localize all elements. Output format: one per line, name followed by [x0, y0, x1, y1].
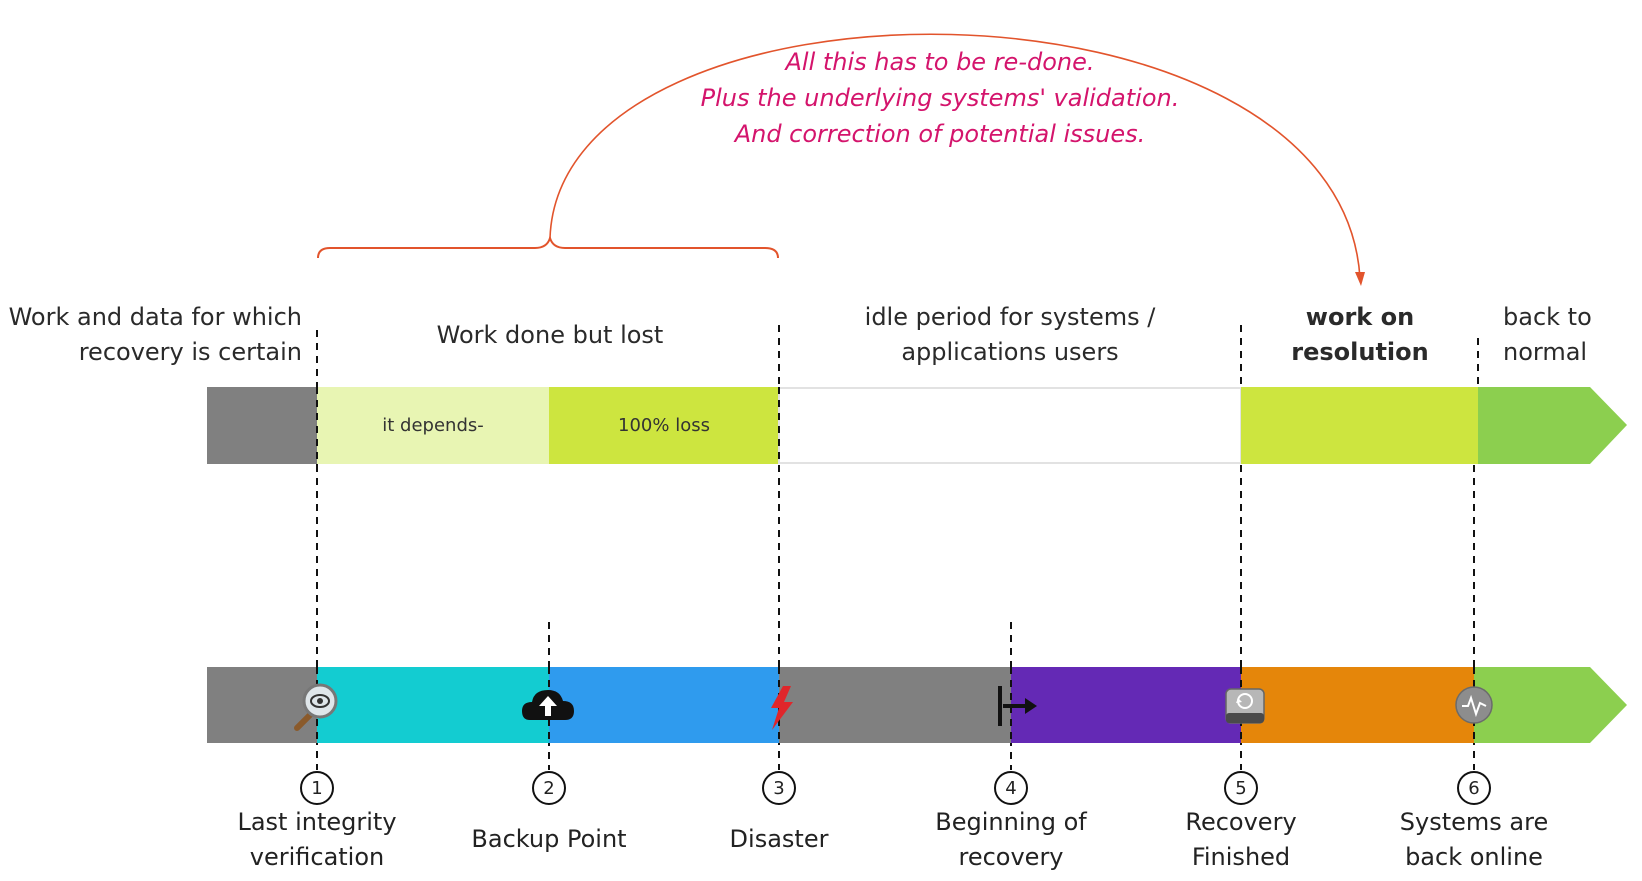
label-certain-line-1: Work and data for which [8, 303, 302, 331]
milestone-3-label-line-1: Disaster [729, 825, 829, 853]
milestone-5-label: Recovery Finished [1136, 805, 1346, 875]
annotation-line-3: And correction of potential issues. [734, 120, 1146, 148]
milestone-4-label: Beginning of recovery [906, 805, 1116, 875]
top-segment-full-loss [549, 387, 779, 464]
bottom-segment-cyan [317, 667, 549, 743]
bottom-segment-orange [1241, 667, 1474, 743]
magnifier-eye-icon [294, 683, 338, 731]
label-idle: idle period for systems / applications u… [840, 300, 1180, 370]
milestone-3-label: Disaster [674, 822, 884, 857]
label-idle-line-1: idle period for systems / [864, 303, 1156, 331]
bottom-segment-green [1474, 667, 1627, 743]
annotation-line-2: Plus the underlying systems' validation. [700, 84, 1180, 112]
milestone-4-number: 4 [994, 771, 1028, 805]
top-segment-it-depends [317, 387, 549, 464]
lightning-bolt-icon [771, 686, 793, 730]
activity-pulse-icon [1455, 686, 1493, 724]
milestone-6-label: Systems are back online [1369, 805, 1579, 875]
label-resolution-line-1: work on [1305, 303, 1415, 331]
label-lost: Work done but lost [436, 321, 664, 349]
bottom-segment-idle [779, 667, 1011, 743]
label-certain-line-2: recovery is certain [78, 338, 302, 366]
milestone-6-label-line-2: back online [1405, 843, 1543, 871]
label-resolution: work on resolution [1262, 300, 1458, 370]
top-segment-resolution [1241, 387, 1478, 464]
milestone-5-label-line-2: Finished [1191, 843, 1291, 871]
milestone-1-label-line-2: verification [249, 843, 385, 871]
rework-arc [549, 33, 1361, 279]
segment-full-loss-label: 100% loss [618, 415, 710, 436]
rework-annotation: All this has to be re-done. Plus the und… [700, 44, 1180, 152]
segment-it-depends-label: it depends- [382, 415, 484, 436]
milestone-4-label-line-1: Beginning of [935, 808, 1087, 836]
bottom-segment-purple [1011, 667, 1241, 743]
cloud-upload-icon [522, 690, 574, 720]
milestone-4-label-line-2: recovery [958, 843, 1064, 871]
milestone-3-number: 3 [762, 771, 796, 805]
label-resolution-line-2: resolution [1291, 338, 1429, 366]
milestone-2-number: 2 [532, 771, 566, 805]
top-segment-idle [778, 387, 1242, 464]
milestone-1-label: Last integrity verification [212, 805, 422, 875]
top-segment-certain [207, 387, 317, 464]
drive-restore-icon [1225, 688, 1265, 724]
label-normal: back to normal [1503, 300, 1623, 370]
milestone-2-label: Backup Point [444, 822, 654, 857]
annotation-line-1: All this has to be re-done. [785, 48, 1095, 76]
label-normal-line-2: normal [1503, 338, 1588, 366]
lost-work-brace [317, 234, 779, 259]
milestone-1-label-line-1: Last integrity [237, 808, 397, 836]
rework-arrowhead [1355, 272, 1365, 286]
milestone-1-number: 1 [300, 771, 334, 805]
milestone-5-number: 5 [1224, 771, 1258, 805]
bottom-segment-blue [549, 667, 779, 743]
top-segment-normal [1478, 387, 1627, 464]
label-idle-line-2: applications users [901, 338, 1119, 366]
step-out-arrow-icon [998, 686, 1037, 726]
milestone-2-label-line-1: Backup Point [471, 825, 627, 853]
bottom-segment-before [207, 667, 317, 743]
label-certain: Work and data for which recovery is cert… [0, 300, 302, 370]
label-normal-line-1: back to [1503, 303, 1592, 331]
milestone-5-label-line-1: Recovery [1185, 808, 1297, 836]
milestone-6-label-line-1: Systems are [1399, 808, 1549, 836]
milestone-6-number: 6 [1457, 771, 1491, 805]
